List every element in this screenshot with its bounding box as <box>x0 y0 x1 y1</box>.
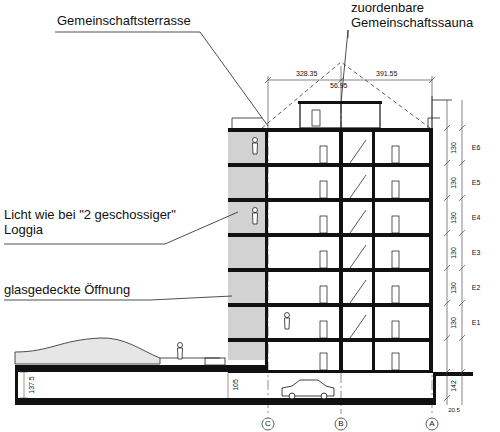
dimension-label: 130 <box>450 211 458 225</box>
dim-tick <box>444 125 465 131</box>
dimension-label: E4 <box>471 213 482 221</box>
dimension-label: E2 <box>471 283 482 291</box>
dim-tick <box>444 230 465 236</box>
person <box>178 348 183 359</box>
person <box>178 343 183 348</box>
dimension-label: 142 <box>450 379 458 393</box>
dimension-label: E6 <box>471 143 482 151</box>
dimension-label: 105 <box>232 378 240 392</box>
floor-slab <box>228 303 433 307</box>
dim-tick <box>444 300 465 306</box>
floor-slab <box>228 163 433 167</box>
dimension-label: 130 <box>450 246 458 260</box>
dimension-label: A <box>428 419 435 428</box>
stair-line <box>350 315 366 338</box>
person <box>253 208 258 213</box>
floor-slab <box>228 338 433 342</box>
dimension-label: 137.5 <box>28 375 36 395</box>
dim-tick <box>444 195 465 201</box>
door <box>392 216 399 233</box>
dimension-label: E1 <box>471 318 482 326</box>
dimension-label: 56.95 <box>330 82 348 90</box>
dimension-label: C <box>264 419 272 428</box>
door <box>320 216 327 233</box>
person <box>253 138 258 143</box>
door <box>320 251 327 268</box>
door <box>320 286 327 303</box>
door <box>392 286 399 303</box>
dim-tick <box>444 335 465 341</box>
door <box>392 353 399 370</box>
person <box>285 318 290 329</box>
callout-text: zuordenbare Gemeinschaftssauna <box>351 1 481 31</box>
stair-line <box>350 175 366 198</box>
person <box>253 213 258 224</box>
stair-line <box>350 140 366 163</box>
callout-text: Gemeinschaftsterrasse <box>57 14 191 29</box>
floor-slab <box>228 128 433 132</box>
stair-line <box>350 280 366 303</box>
dimension-label: 130 <box>450 141 458 155</box>
dimension-label: 130 <box>450 281 458 295</box>
dim-tick <box>444 265 465 271</box>
dimension-label: 20.5 <box>447 407 461 414</box>
dimension-label: 130 <box>450 316 458 330</box>
dimension-label: B <box>337 419 344 428</box>
door <box>320 146 327 163</box>
door <box>392 321 399 338</box>
floor-slab <box>228 268 433 272</box>
dimension-label: 328.35 <box>296 70 317 78</box>
person <box>285 313 290 318</box>
dimension-label: 130 <box>450 176 458 190</box>
dimension-label: E3 <box>471 248 482 256</box>
callout-text: glasgedeckte Öffnung <box>4 283 130 298</box>
door <box>320 321 327 338</box>
person <box>253 143 258 154</box>
door <box>392 251 399 268</box>
floor-slab <box>228 198 433 202</box>
door <box>392 146 399 163</box>
callout-text: Licht wie bei "2 geschossiger" Loggia <box>4 208 179 238</box>
stair-line <box>350 210 366 233</box>
dimension-label: 391.55 <box>376 70 397 78</box>
door <box>320 353 327 370</box>
dim-tick <box>444 369 465 401</box>
dim-tick <box>444 160 465 166</box>
door <box>392 181 399 198</box>
door <box>320 181 327 198</box>
stair-line <box>350 245 366 268</box>
dimension-label: E5 <box>471 178 482 186</box>
floor-slab <box>228 233 433 237</box>
